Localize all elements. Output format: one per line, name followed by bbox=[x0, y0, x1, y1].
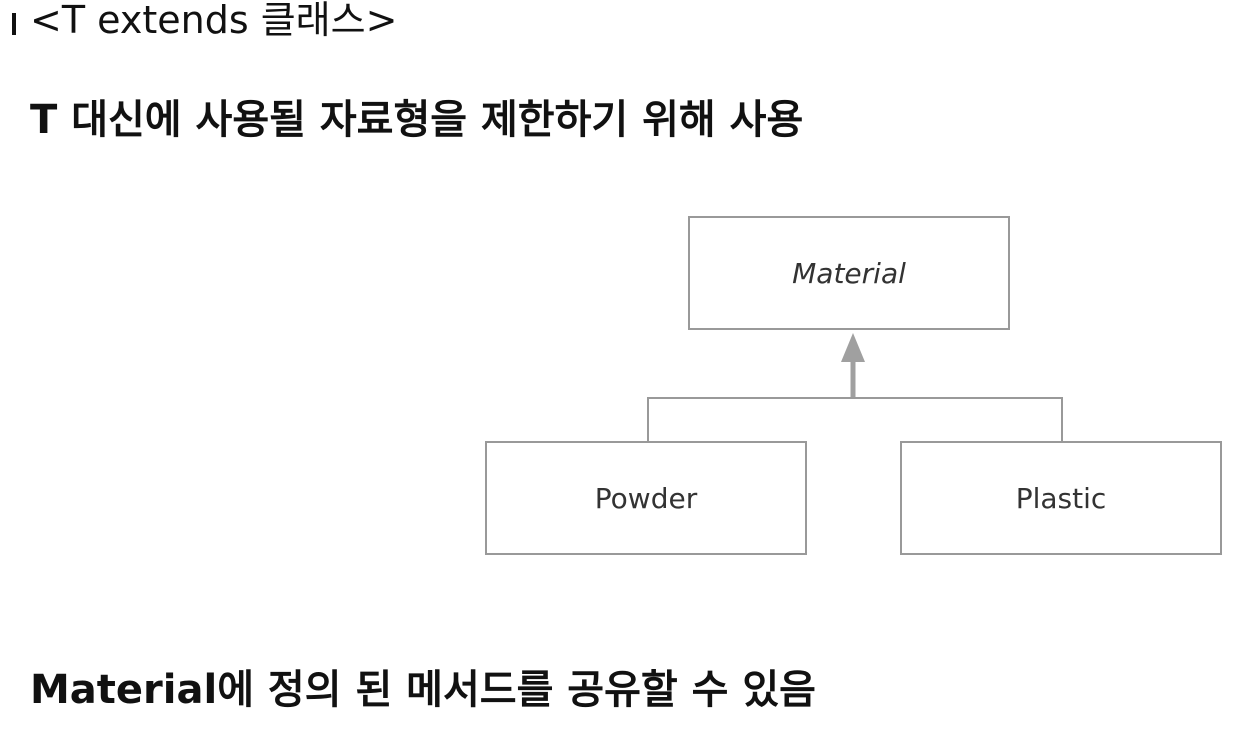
child-class-box bbox=[485, 441, 807, 555]
page-heading: <T extends 클래스> bbox=[30, 0, 398, 42]
inheritance-arrowhead-icon bbox=[841, 333, 865, 362]
child-class-node-plastic: Plastic bbox=[900, 441, 1222, 555]
parent-class-node: Material bbox=[688, 216, 1010, 330]
page-subheading: T 대신에 사용될 자료형을 제한하기 위해 사용 bbox=[30, 97, 804, 143]
child-class-label: Plastic bbox=[1016, 482, 1107, 515]
parent-class-box bbox=[688, 216, 1010, 330]
footer-note: Material에 정의 된 메서드를 공유할 수 있음 bbox=[30, 667, 816, 713]
inheritance-connector bbox=[647, 333, 1063, 441]
connector-branch bbox=[647, 397, 1063, 441]
heading-marker bbox=[12, 13, 16, 35]
child-class-box bbox=[900, 441, 1222, 555]
child-class-node-powder: Powder bbox=[485, 441, 807, 555]
parent-class-label: Material bbox=[792, 257, 906, 290]
child-class-label: Powder bbox=[595, 482, 698, 515]
